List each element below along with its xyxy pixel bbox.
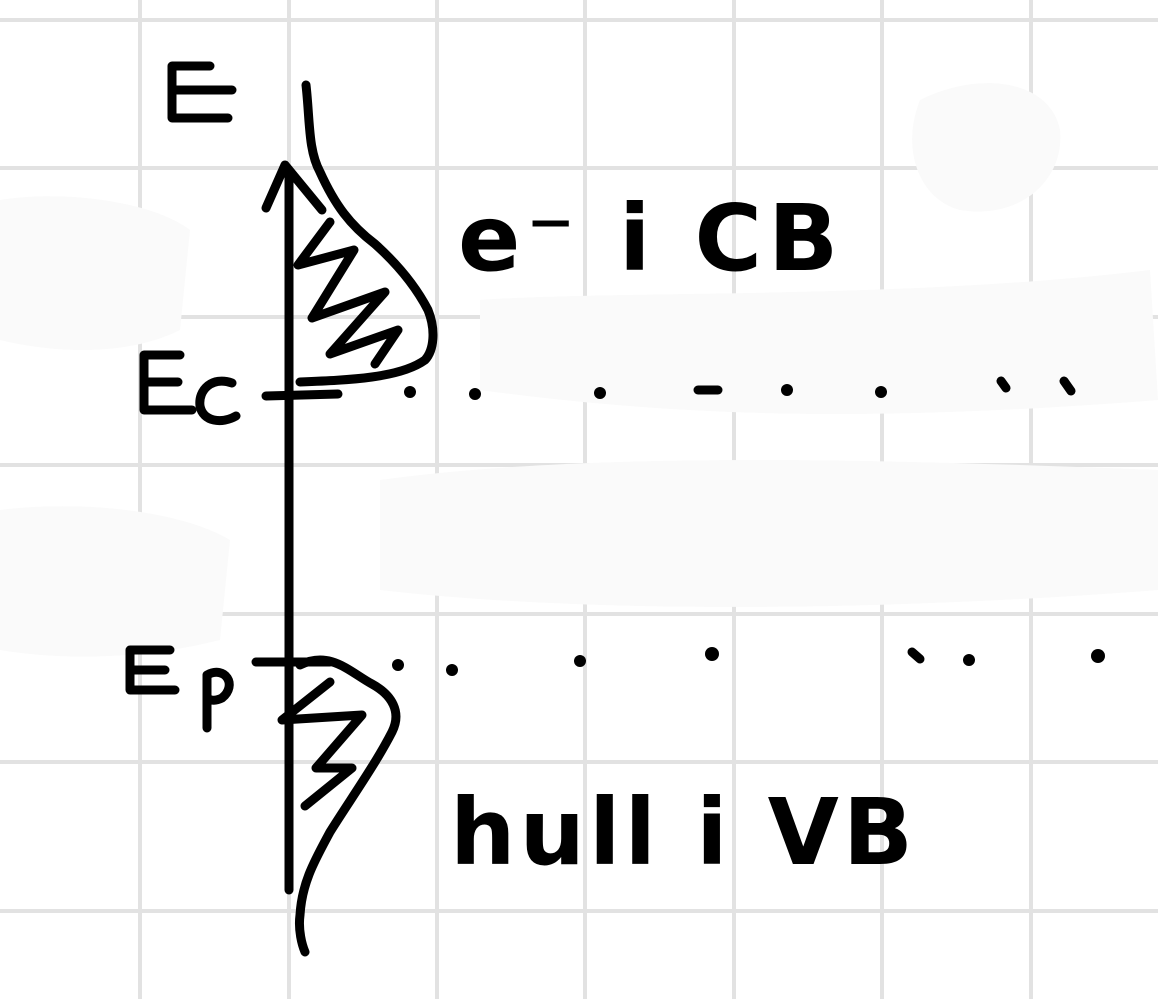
eraser-smudges — [0, 83, 1158, 657]
energy-axis — [261, 160, 327, 895]
electron-distribution-curve — [293, 80, 438, 387]
label-ec — [139, 350, 241, 426]
holes-in-vb-label: hull i VB — [450, 779, 917, 886]
ep-dotted-line — [392, 647, 1105, 676]
ec-dotted-line — [404, 376, 1076, 400]
electrons-in-cb-label: e⁻ i CB — [458, 185, 844, 292]
hole-distribution-curve — [277, 655, 401, 957]
axis-label-e — [167, 61, 237, 123]
label-ep — [125, 645, 234, 733]
ec-tick — [261, 389, 343, 401]
